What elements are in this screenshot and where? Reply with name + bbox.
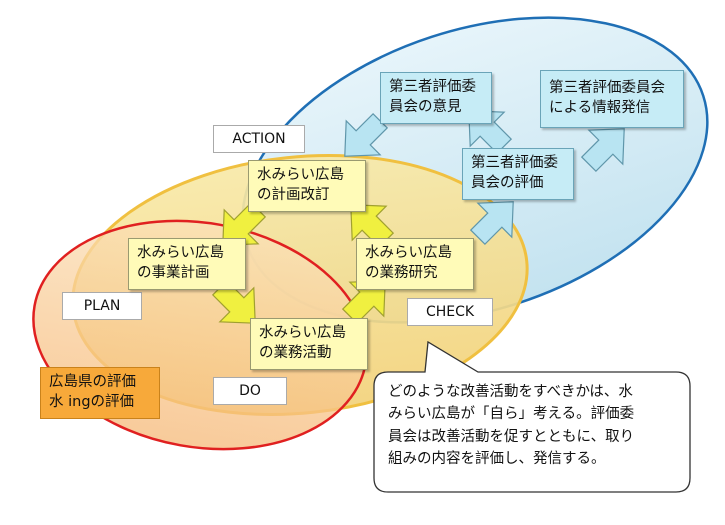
- action-label: ACTION: [213, 125, 305, 153]
- do-label: DO: [213, 377, 287, 405]
- business-plan-box: 水みらい広島 の事業計画: [128, 238, 246, 290]
- committee-publication-box: 第三者評価委員会 による情報発信: [540, 70, 684, 128]
- check-label: CHECK: [407, 298, 493, 326]
- prefecture-evaluation-box: 広島県の評価 水 ingの評価: [40, 367, 160, 419]
- committee-evaluation-box: 第三者評価委 員会の評価: [462, 148, 574, 200]
- plan-label: PLAN: [62, 292, 142, 320]
- business-activity-box: 水みらい広島 の業務活動: [250, 318, 368, 370]
- callout-text: どのような改善活動をすべきかは、水 みらい広島が「自ら」考える。評価委 員会は改…: [388, 384, 635, 468]
- callout-bubble: [373, 340, 691, 493]
- plan-revision-box: 水みらい広島 の計画改訂: [248, 160, 366, 212]
- business-research-box: 水みらい広島 の業務研究: [356, 238, 474, 290]
- committee-opinion-box: 第三者評価委 員会の意見: [380, 72, 492, 124]
